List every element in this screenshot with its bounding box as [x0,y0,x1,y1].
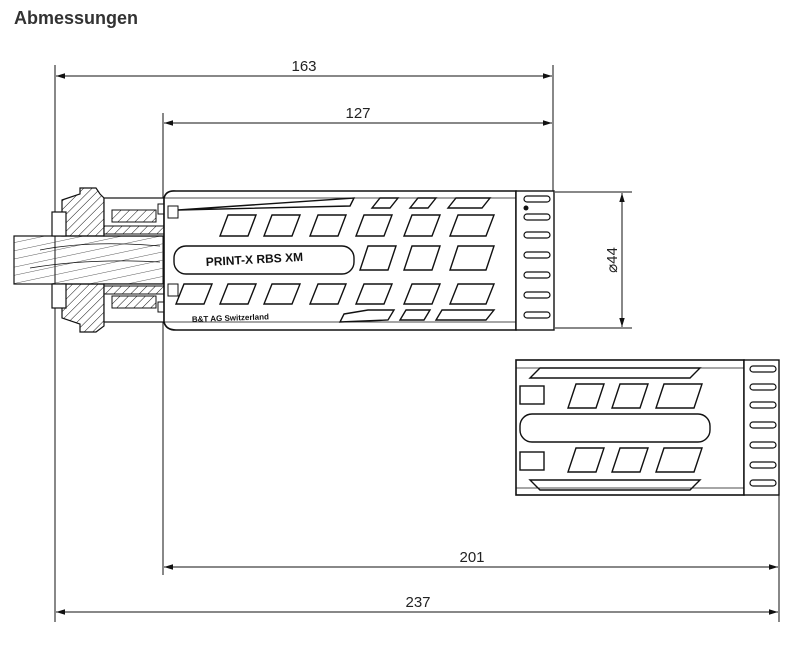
page-title: Abmessungen [14,8,139,28]
dimension-127-label: 127 [345,105,370,122]
dimension-163: 163 [56,58,552,79]
dimension-44-label: ⌀44 [604,247,621,273]
dimension-201: 201 [164,549,778,570]
suppressor-assembly: PRINT-X RBS XM B&T AG Switzerland [13,187,555,333]
maker-engraving: B&T AG Switzerland [192,312,269,324]
suppressor-body: PRINT-X RBS XM B&T AG Switzerland [163,190,517,331]
dimension-163-label: 163 [291,58,316,75]
dimension-237-label: 237 [405,594,430,611]
extension-module [515,359,780,496]
dimension-237: 237 [56,594,778,615]
barrel-shaft [13,235,167,285]
dimension-diameter-44: ⌀44 [604,193,625,327]
vent-cutouts [173,197,496,323]
product-name-engraving: PRINT-X RBS XM [205,250,303,269]
extension-lines [54,65,780,622]
mount-section [51,187,167,333]
dimension-127: 127 [164,105,552,126]
dimension-201-label: 201 [459,549,484,566]
extension-vent-cutouts [519,367,711,491]
end-cap [515,190,555,331]
